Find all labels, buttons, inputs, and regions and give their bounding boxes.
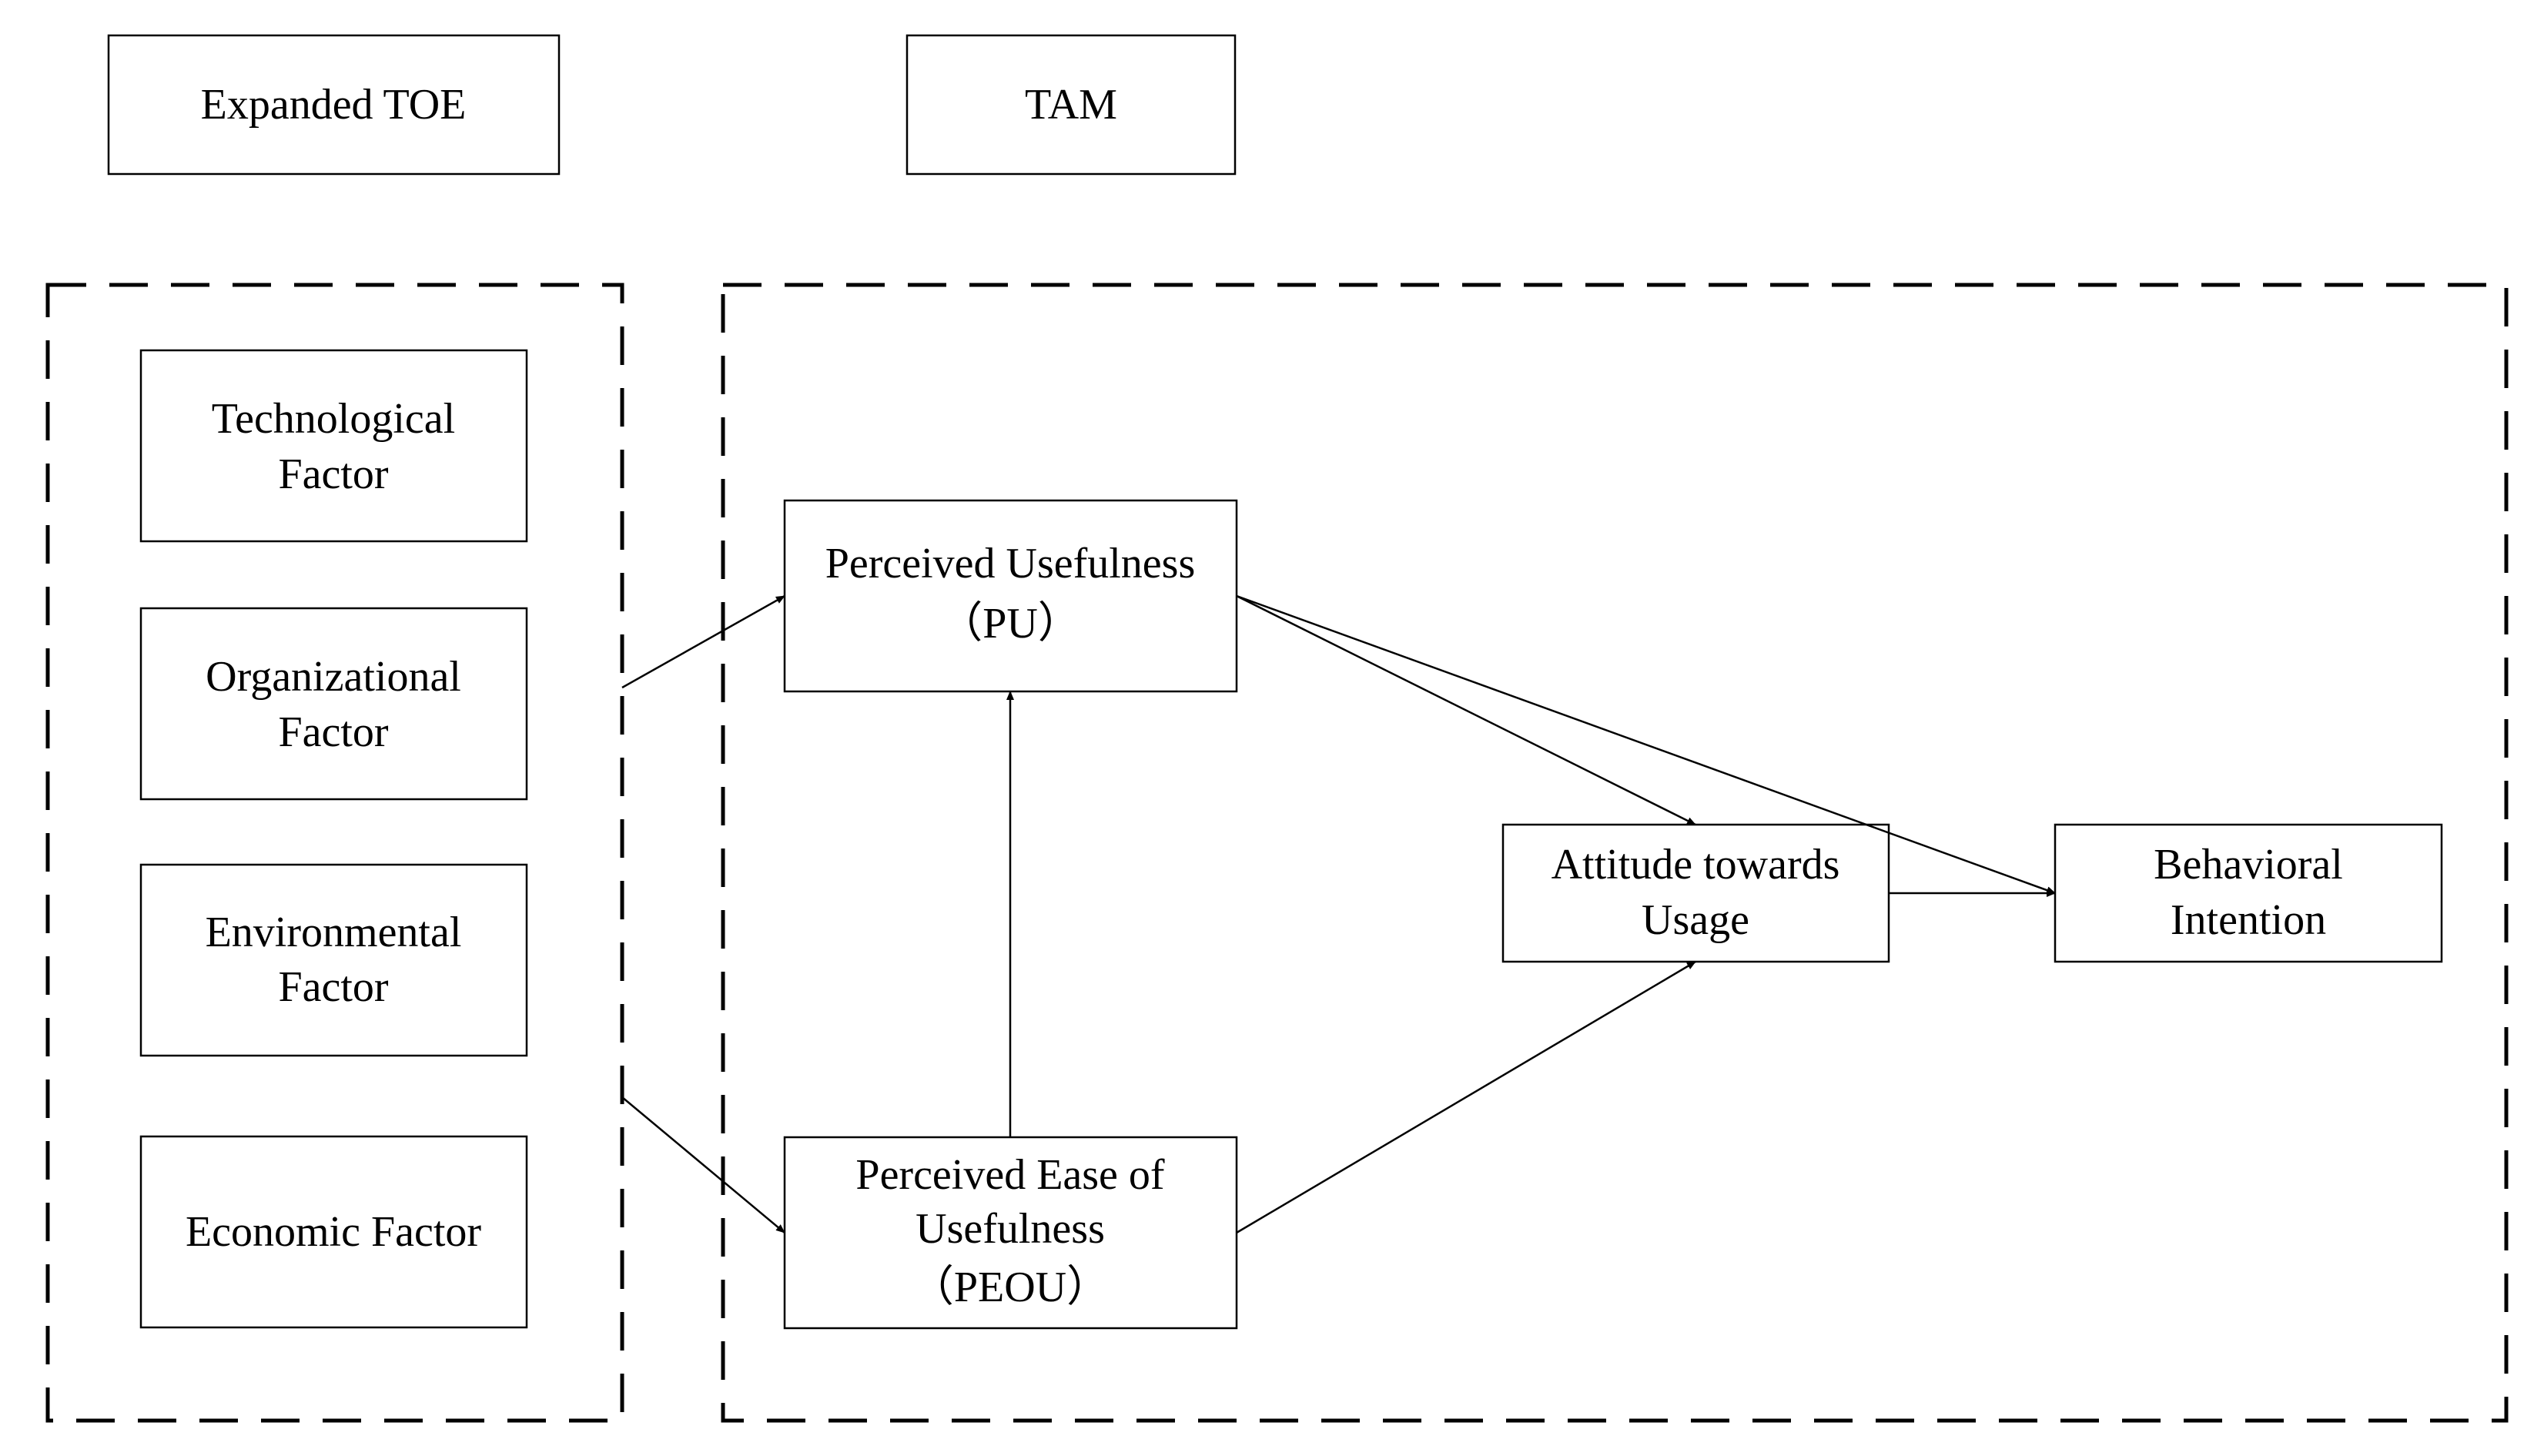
perceived-ease-of-use-line2: Usefulness [916, 1205, 1105, 1253]
environmental-factor-box: Environmental Factor [139, 863, 528, 1057]
organizational-factor-box: Organizational Factor [139, 607, 528, 801]
perceived-ease-of-use-line1: Perceived Ease of [855, 1151, 1164, 1199]
attitude-towards-usage-box: Attitude towards Usage [1501, 823, 1890, 963]
technological-factor-box: Technological Factor [139, 349, 528, 543]
technological-factor-line2: Factor [278, 450, 388, 498]
perceived-usefulness-line1: Perceived Usefulness [825, 540, 1196, 587]
perceived-usefulness-line2: （PU） [939, 600, 1081, 648]
economic-factor-line1: Economic Factor [186, 1208, 481, 1256]
perceived-ease-of-use-box: Perceived Ease of Usefulness （PEOU） [783, 1136, 1238, 1330]
behavioral-intention-line1: Behavioral [2154, 841, 2343, 889]
arrow-peou-to-attitude [1236, 960, 1696, 1234]
header-tam-label: TAM [1025, 81, 1117, 129]
attitude-towards-usage-line2: Usage [1642, 896, 1749, 944]
attitude-towards-usage-line1: Attitude towards [1552, 841, 1840, 889]
header-expanded-toe: Expanded TOE [107, 34, 561, 176]
behavioral-intention-line2: Intention [2171, 896, 2326, 944]
header-tam: TAM [905, 34, 1237, 176]
header-expanded-toe-label: Expanded TOE [201, 81, 467, 129]
economic-factor-box: Economic Factor [139, 1135, 528, 1329]
organizational-factor-line1: Organizational [206, 653, 461, 701]
arrow-toe-to-peou [621, 1096, 785, 1233]
technological-factor-line1: Technological [212, 395, 455, 443]
environmental-factor-line2: Factor [278, 963, 388, 1011]
arrow-toe-to-pu [621, 594, 785, 689]
arrow-pu-to-intention [1236, 594, 2056, 895]
behavioral-intention-box: Behavioral Intention [2054, 823, 2443, 963]
perceived-ease-of-use-line3: （PEOU） [911, 1264, 1110, 1311]
tam-region [721, 283, 2509, 1423]
organizational-factor-line2: Factor [278, 708, 388, 756]
arrow-pu-to-attitude [1236, 594, 1696, 826]
toe-region [45, 283, 624, 1423]
perceived-usefulness-box: Perceived Usefulness （PU） [783, 499, 1238, 693]
environmental-factor-line1: Environmental [206, 909, 462, 956]
